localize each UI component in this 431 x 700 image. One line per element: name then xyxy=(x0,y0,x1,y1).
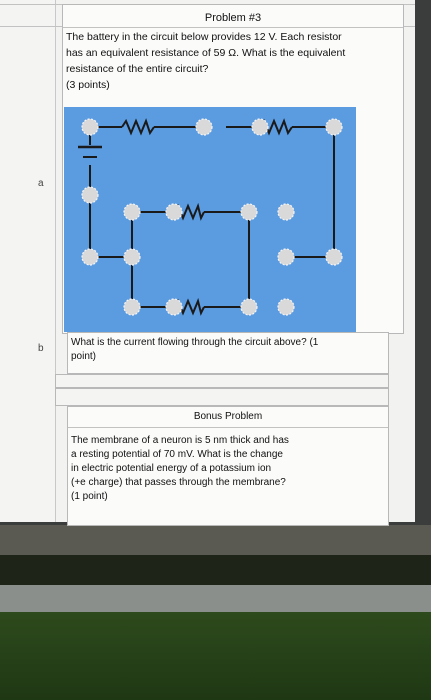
node-handles xyxy=(81,118,343,316)
desk-edge xyxy=(0,525,431,560)
battery-icon xyxy=(78,145,102,158)
title-divider xyxy=(63,27,403,28)
problem-line-2: has an equivalent resistance of 59 Ω. Wh… xyxy=(66,47,346,59)
road xyxy=(0,585,431,615)
bonus-line-1: The membrane of a neuron is 5 nm thick a… xyxy=(71,435,289,446)
problem-line-1: The battery in the circuit below provide… xyxy=(66,31,342,43)
empty-row xyxy=(55,388,389,406)
bonus-cell: Bonus Problem The membrane of a neuron i… xyxy=(67,406,389,526)
bonus-line-4: (+e charge) that passes through the memb… xyxy=(71,477,286,488)
bonus-line-3: in electric potential energy of a potass… xyxy=(71,463,272,474)
problem-points: (3 points) xyxy=(66,79,110,91)
bonus-title: Bonus Problem xyxy=(193,411,263,422)
bonus-line-5: (1 point) xyxy=(71,491,108,502)
circuit-diagram xyxy=(78,118,343,316)
problem-title: Problem #3 xyxy=(204,12,262,24)
worksheet: a Problem #3 The battery in the circuit … xyxy=(0,0,415,526)
empty-row xyxy=(55,374,389,388)
bonus-divider xyxy=(68,427,388,428)
row-label-column xyxy=(0,0,56,522)
circuit-figure xyxy=(64,107,356,332)
row-label-a: a xyxy=(38,178,44,189)
bonus-line-2: a resting potential of 70 mV. What is th… xyxy=(71,449,283,460)
part-b-line-2: point) xyxy=(71,351,97,362)
problem-line-3: resistance of the entire circuit? xyxy=(66,63,209,75)
grass xyxy=(0,612,431,700)
row-label-b: b xyxy=(38,343,44,354)
part-b-line-1: What is the current flowing through the … xyxy=(71,337,319,348)
resistor-icon xyxy=(121,118,155,136)
part-b-cell: What is the current flowing through the … xyxy=(67,332,389,374)
